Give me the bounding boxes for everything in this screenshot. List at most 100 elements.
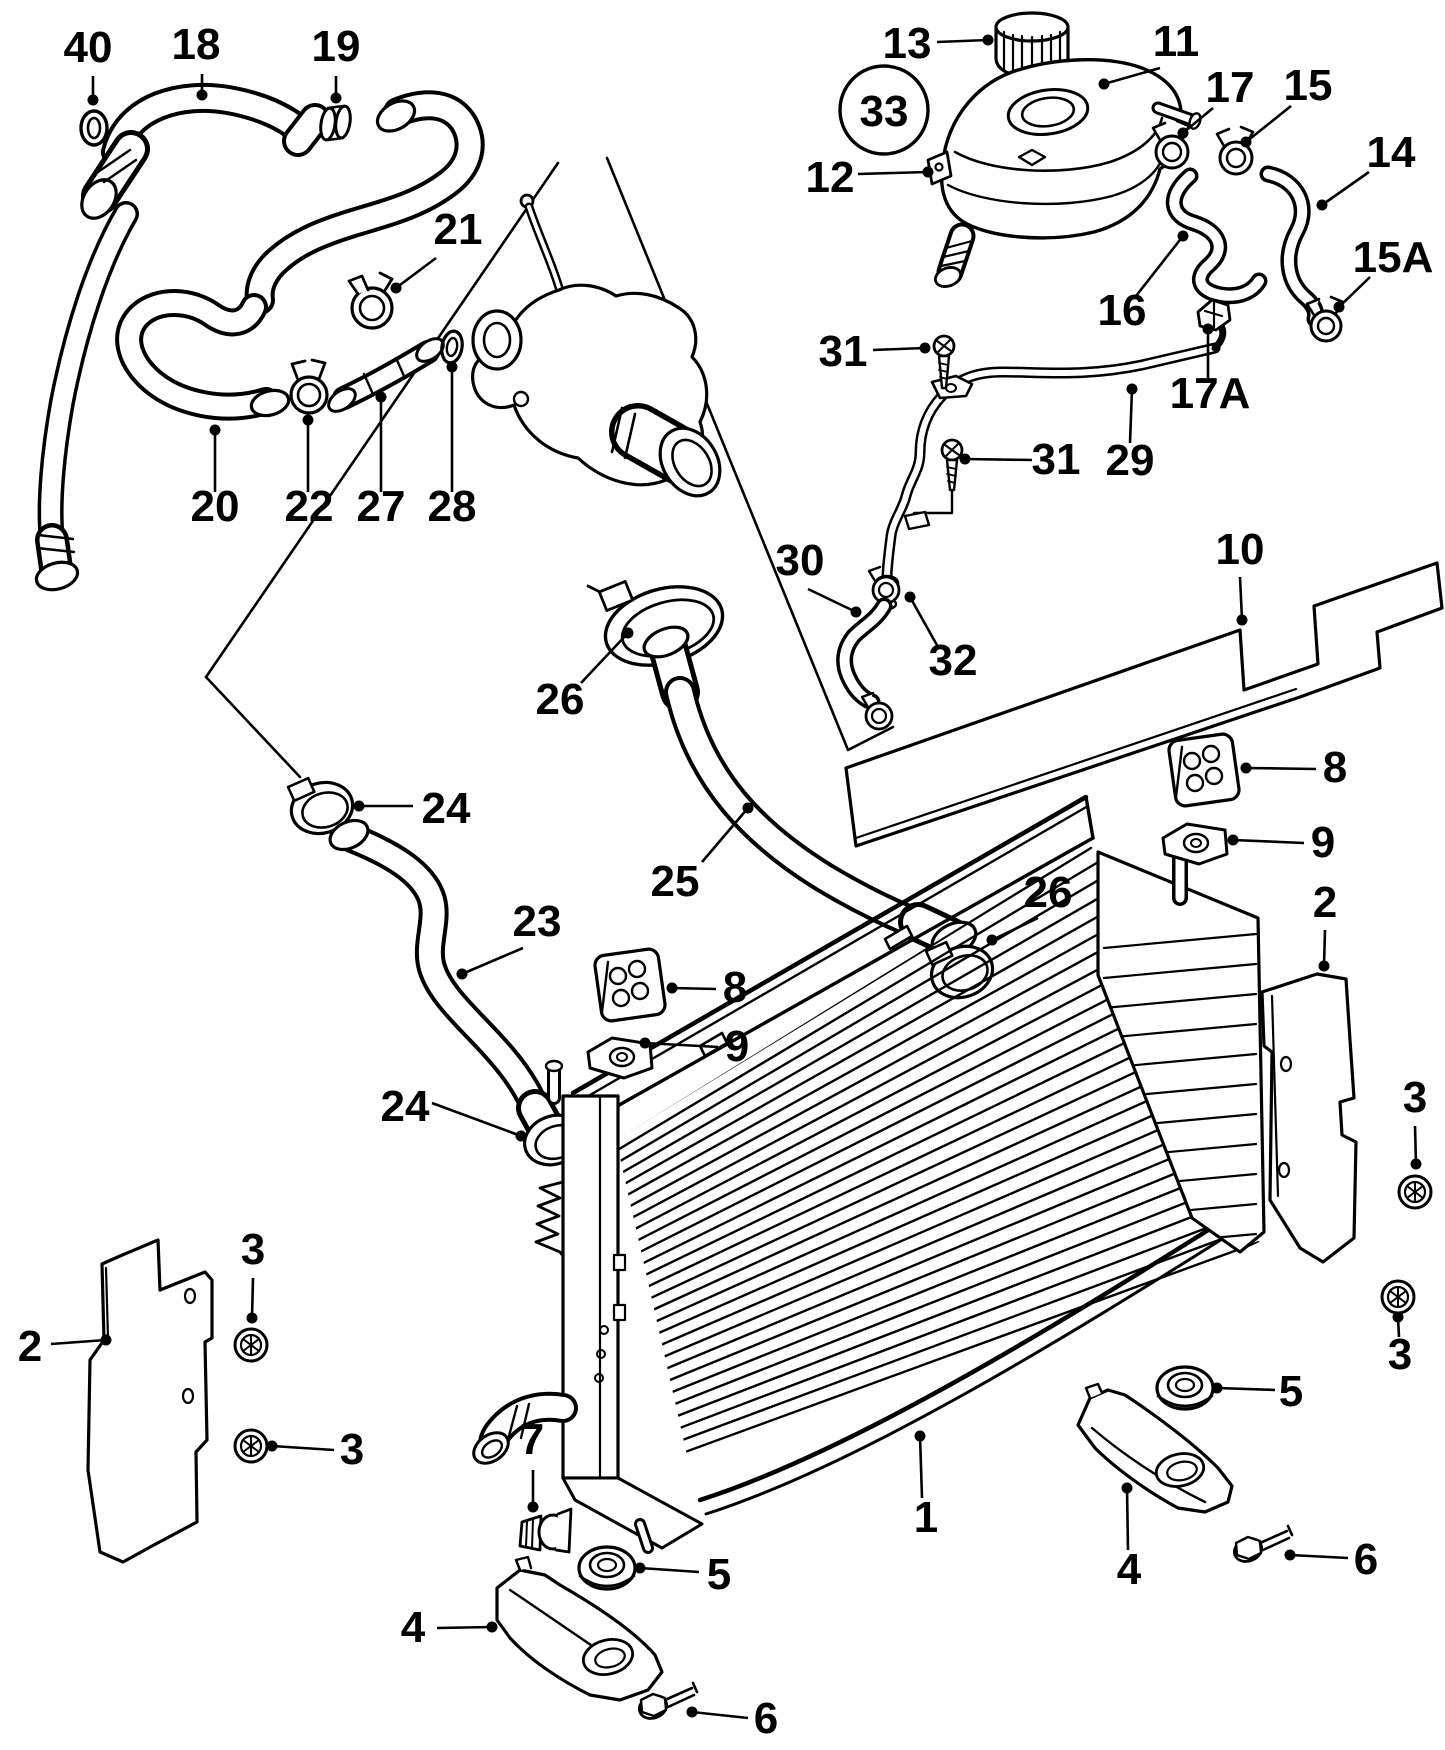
part-label-3: 3 (340, 1425, 364, 1474)
core-fin (616, 1094, 1198, 1356)
screw-31-upper (932, 334, 956, 390)
clamp-24-upper (286, 776, 355, 836)
leader-line-29 (1128, 388, 1134, 444)
leader-line-13 (936, 38, 989, 44)
part-label-8: 8 (1323, 743, 1347, 792)
core-fin (616, 1051, 1180, 1319)
bracket-4-right (1076, 1382, 1234, 1514)
part-label-3: 3 (1388, 1330, 1412, 1379)
leader-line-9 (644, 1041, 719, 1049)
leader-dot-1 (914, 1430, 926, 1442)
part-label-31: 31 (1032, 435, 1081, 484)
core-fin (616, 1109, 1204, 1369)
hose-sleeve-19 (319, 104, 352, 142)
core-fin (616, 861, 1099, 1156)
part-label-26: 26 (1024, 868, 1073, 917)
part-label-9: 9 (1311, 818, 1335, 867)
leader-line-4 (1125, 1487, 1130, 1551)
bracket-9-left (586, 1036, 654, 1080)
leader-dot-7 (527, 1501, 539, 1513)
leader-dot-14 (1316, 199, 1328, 211)
part-label-19: 19 (312, 22, 361, 71)
leader-dot-31 (919, 342, 931, 354)
push-nut-3-right-lower (1380, 1279, 1416, 1315)
push-nut-3-right-upper (1397, 1174, 1433, 1210)
leader-line-3 (250, 1277, 255, 1319)
part-label-14: 14 (1367, 128, 1416, 177)
part-label-12: 12 (806, 153, 855, 202)
part-label-32: 32 (929, 636, 978, 685)
leader-dot-40 (87, 94, 99, 106)
water-outlet-housing (471, 193, 722, 498)
clamp-22 (289, 358, 329, 415)
bolt-6-left (637, 1681, 699, 1720)
leader-line-31 (872, 346, 926, 352)
leader-line-5 (639, 1566, 700, 1574)
leader-dot-18 (196, 89, 208, 101)
core-fin (616, 1036, 1173, 1306)
core-fin (616, 919, 1124, 1206)
core-fin (616, 934, 1130, 1219)
leader-dot-9 (1227, 834, 1239, 846)
leader-line-5 (1216, 1386, 1276, 1392)
part-label-6: 6 (754, 1694, 778, 1743)
leader-dot-15A (1333, 301, 1345, 313)
hose-30 (836, 597, 893, 711)
shield-2-right (1260, 972, 1358, 1264)
core-fin (616, 1007, 1161, 1281)
callout-circle-33 (838, 64, 930, 156)
radiator-core-fins (616, 846, 1260, 1481)
leader-line-6 (1289, 1553, 1349, 1560)
leader-line-8 (1245, 766, 1317, 771)
leader-line-11 (1103, 66, 1161, 86)
part-label-17: 17 (1206, 63, 1255, 112)
leader-dot-25 (742, 802, 754, 814)
leader-line-31 (964, 457, 1033, 462)
part-label-9: 9 (725, 1022, 749, 1071)
screw-31-lower (940, 438, 964, 492)
leader-line-25 (701, 807, 749, 863)
push-nut-3-left-lower (233, 1428, 269, 1464)
mount-8-left (593, 947, 667, 1023)
part-label-8: 8 (723, 963, 747, 1012)
leader-dot-4 (1121, 1482, 1133, 1494)
leader-dot-26 (986, 934, 998, 946)
core-fin (616, 1240, 1260, 1481)
part-label-22: 22 (285, 482, 334, 531)
leader-dot-24 (515, 1130, 527, 1142)
part-label-10: 10 (1216, 525, 1265, 574)
tank-rib (1102, 992, 1258, 1010)
leader-dot-32 (904, 591, 916, 603)
leader-dot-6 (1284, 1549, 1296, 1561)
leader-line-14 (1321, 170, 1370, 207)
part-label-40: 40 (64, 23, 113, 72)
leader-line-23 (461, 946, 524, 976)
leader-line-26 (580, 632, 629, 684)
core-fin (616, 1197, 1242, 1444)
leader-line-17 (1182, 107, 1214, 134)
leader-dot-3 (266, 1440, 278, 1452)
leader-dot-20 (209, 424, 221, 436)
core-fin (616, 1124, 1211, 1381)
push-nut-3-left-upper (233, 1327, 269, 1363)
part-label-29: 29 (1106, 436, 1155, 485)
core-fin (616, 992, 1155, 1269)
part-label-21: 21 (434, 205, 483, 254)
part-label-16: 16 (1098, 286, 1147, 335)
core-fin (616, 1065, 1186, 1331)
leader-dot-10 (1236, 614, 1248, 626)
leader-dot-8 (1240, 762, 1252, 774)
part-label-30: 30 (776, 536, 825, 585)
tank-rib (1102, 962, 1258, 980)
part-label-26: 26 (536, 675, 585, 724)
leader-line-24 (431, 1101, 522, 1138)
leader-line-30 (807, 587, 857, 614)
expansion-tank-drawing (926, 11, 1202, 288)
leader-dot-16 (1177, 230, 1189, 242)
part-label-5: 5 (707, 1550, 731, 1599)
leader-dot-3 (1392, 1311, 1404, 1323)
leader-dot-13 (982, 34, 994, 46)
leader-dot-11 (1098, 78, 1110, 90)
clamp-15 (1215, 125, 1255, 176)
